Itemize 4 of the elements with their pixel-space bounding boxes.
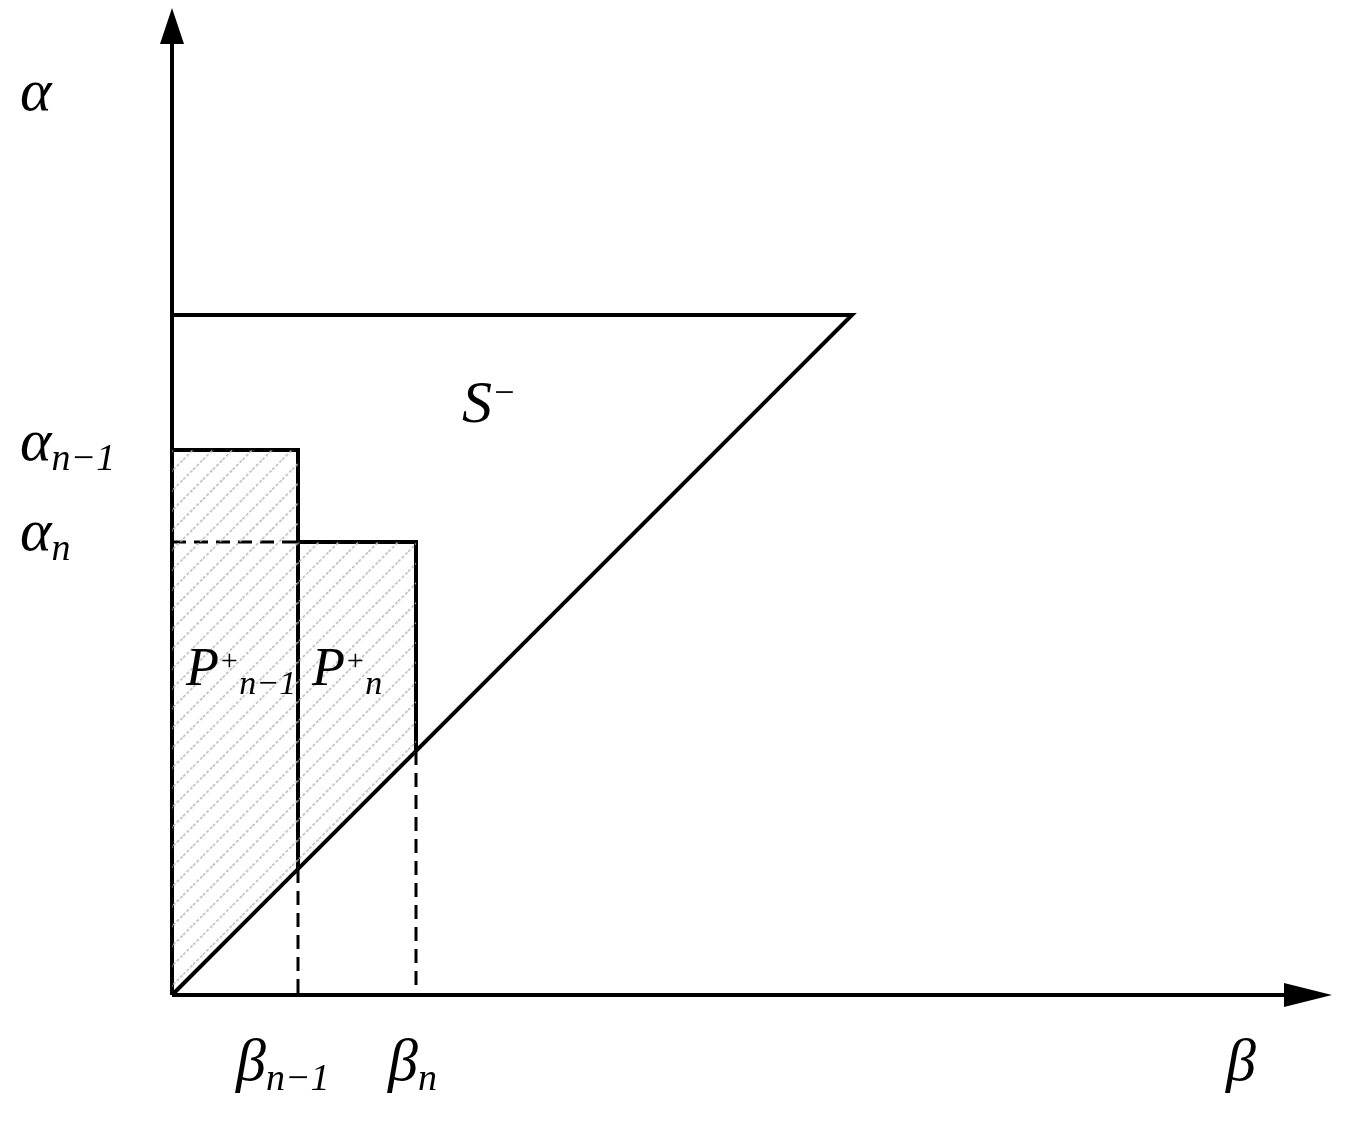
- math-label: α$_{n−1}$: [20, 410, 116, 470]
- math-label: α: [20, 60, 52, 120]
- math-label: α$_{n}$: [20, 500, 71, 560]
- math-label: S$^{−}$: [462, 372, 517, 432]
